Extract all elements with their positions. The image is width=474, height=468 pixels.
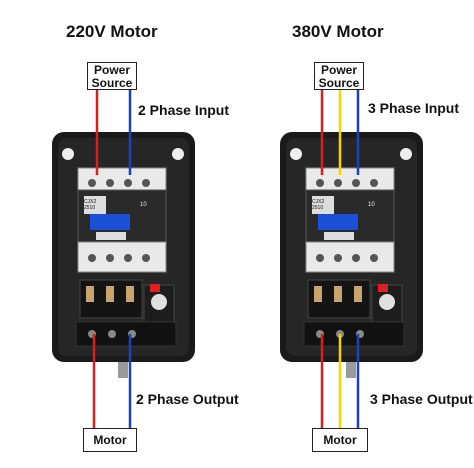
model-code-left: 2510 — [84, 205, 95, 211]
output-label-right: 3 Phase Output — [370, 391, 473, 407]
title-220v: 220V Motor — [66, 22, 158, 41]
mount-hole — [290, 148, 302, 160]
contactor-box-left — [52, 132, 195, 378]
input-label-right: 3 Phase Input — [368, 100, 460, 116]
power-source-label-line2: Source — [318, 76, 360, 90]
model-text-right: CJX2 — [312, 199, 324, 205]
power-source-label-line2: Source — [91, 76, 133, 90]
motor-box-left: Motor — [83, 428, 137, 452]
rating-text-left: 10 — [140, 202, 147, 208]
input-label-left: 2 Phase Input — [138, 102, 230, 118]
power-source-label-line1: Power — [93, 63, 130, 77]
mount-hole — [172, 148, 184, 160]
contactor-box-right — [280, 132, 423, 378]
power-source-label-line1: Power — [320, 63, 357, 77]
power-source-box-left: Power Source — [87, 62, 137, 90]
power-source-box-right: Power Source — [314, 62, 364, 90]
model-text-left: CJX2 — [84, 199, 96, 205]
mount-hole — [400, 148, 412, 160]
title-380v: 380V Motor — [292, 22, 384, 41]
rating-text-right: 10 — [368, 202, 375, 208]
motor-box-right: Motor — [312, 428, 368, 452]
output-label-left: 2 Phase Output — [136, 391, 239, 407]
mount-hole — [62, 148, 74, 160]
model-code-right: 2510 — [312, 205, 323, 211]
